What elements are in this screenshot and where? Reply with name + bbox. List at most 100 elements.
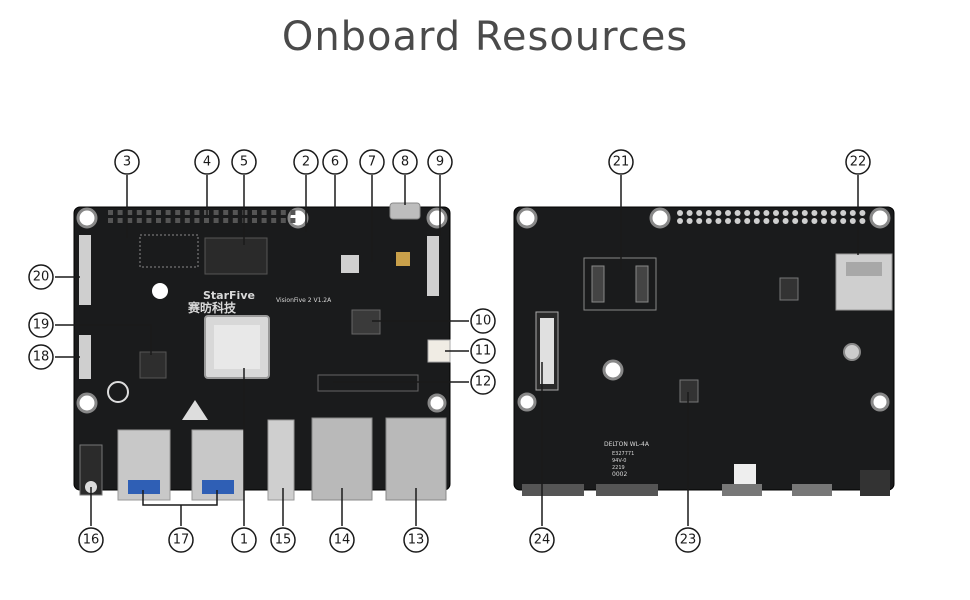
header-pin-hole	[773, 210, 779, 216]
header-pin	[108, 210, 113, 215]
back-mark-1: 94V-0	[612, 458, 626, 464]
no-disposal-icon	[107, 381, 129, 403]
chip-10	[351, 309, 381, 335]
back-audio	[860, 470, 890, 496]
svg-text:18: 18	[33, 350, 50, 365]
back-pcb	[513, 206, 895, 491]
header-pin-hole	[696, 210, 703, 216]
callout-8: 8	[392, 149, 418, 175]
back-port-edge	[596, 484, 658, 496]
mounting-hole	[649, 207, 671, 229]
hdmi-port	[267, 419, 295, 501]
mounting-hole	[426, 207, 448, 229]
ethernet-port-13	[385, 417, 447, 501]
emmc-connector-b	[635, 265, 649, 303]
gpio-header-back	[677, 210, 866, 224]
header-pin-hole	[715, 218, 722, 224]
ram-chip	[204, 237, 268, 275]
header-pin	[242, 210, 248, 215]
mounting-hole	[602, 359, 624, 381]
header-pin-hole	[677, 218, 683, 224]
header-pin	[165, 210, 171, 215]
svg-text:4: 4	[203, 155, 211, 170]
callout-22: 22	[845, 149, 871, 175]
svg-text:24: 24	[534, 533, 551, 548]
header-pin-hole	[792, 218, 799, 224]
callout-24: 24	[529, 527, 555, 553]
header-pin-hole	[821, 210, 827, 216]
svg-text:13: 13	[408, 533, 425, 548]
header-pin-hole	[753, 210, 760, 216]
front-board: StarFive 赛昉科技 VisionFive 2 V1.2A	[73, 202, 451, 501]
header-pin	[175, 210, 181, 215]
brand-cn-text: 赛昉科技	[187, 300, 237, 315]
back-port-edge	[522, 484, 584, 496]
back-mark-0: E327771	[612, 451, 634, 457]
header-pin-hole	[801, 218, 808, 224]
callout-14: 14	[329, 527, 355, 553]
header-pin-hole	[744, 218, 751, 224]
header-pin-hole	[840, 210, 847, 216]
header-pin	[156, 218, 161, 223]
header-pin-hole	[859, 210, 866, 216]
header-pin-hole	[782, 218, 789, 224]
chip-23	[679, 379, 699, 403]
m2-slot-contacts	[540, 318, 554, 384]
back-board: DELTON WL-4A E327771 94V-0 2219 0002	[513, 206, 895, 496]
usb3-port-a-tongue	[128, 480, 160, 494]
brand-text: StarFive	[203, 289, 255, 302]
fpc-connector-9	[427, 236, 439, 296]
header-pin	[175, 218, 181, 223]
header-pin	[194, 210, 200, 215]
header-pin-hole	[840, 218, 847, 224]
header-pin	[232, 218, 238, 223]
header-pin	[204, 218, 209, 223]
sd-card-slot-inner	[846, 262, 882, 276]
header-pin	[271, 210, 277, 215]
header-pin	[117, 210, 123, 215]
callout-6: 6	[322, 149, 348, 175]
callout-23: 23	[675, 527, 701, 553]
header-pin	[280, 210, 286, 215]
header-pin-hole	[811, 218, 818, 224]
header-pin-hole	[686, 210, 693, 216]
chip-19	[139, 351, 167, 379]
header-pin	[223, 218, 229, 223]
chip-back	[779, 277, 799, 301]
callout-3: 3	[114, 149, 140, 175]
svg-text:8: 8	[401, 155, 409, 170]
header-pin-hole	[849, 210, 856, 216]
header-pin-hole	[811, 210, 818, 216]
callouts: 3 4 5 2 6 7 8 9 20 19 18 10 11 12 16 17 …	[28, 149, 871, 553]
header-pin	[232, 210, 238, 215]
header-pin	[261, 218, 267, 223]
usb-c-port	[389, 202, 421, 220]
svg-text:7: 7	[368, 155, 376, 170]
svg-text:11: 11	[475, 344, 492, 359]
callout-12: 12	[470, 369, 496, 395]
header-pin-hole	[763, 218, 770, 224]
mounting-hole	[76, 207, 98, 229]
callout-18: 18	[28, 344, 54, 370]
header-pin	[213, 218, 219, 223]
header-pin-hole	[763, 210, 770, 216]
back-mark-3: 0002	[612, 471, 627, 478]
header-pin-hole	[725, 218, 731, 224]
emmc-socket	[583, 257, 657, 311]
header-pin	[108, 218, 113, 223]
callout-16: 16	[78, 527, 104, 553]
svg-text:17: 17	[173, 533, 190, 548]
header-pin	[271, 218, 277, 223]
callout-13: 13	[403, 527, 429, 553]
header-pin	[252, 210, 257, 215]
header-pin-hole	[696, 218, 703, 224]
header-pin	[280, 218, 286, 223]
header-pin	[146, 218, 152, 223]
silkscreen-box	[139, 234, 199, 268]
ethernet-port-14	[311, 417, 373, 501]
svg-text:14: 14	[334, 533, 351, 548]
callout-11: 11	[470, 338, 496, 364]
header-pin-hole	[792, 210, 799, 216]
header-pin-hole	[705, 218, 712, 224]
header-pin-hole	[782, 210, 789, 216]
